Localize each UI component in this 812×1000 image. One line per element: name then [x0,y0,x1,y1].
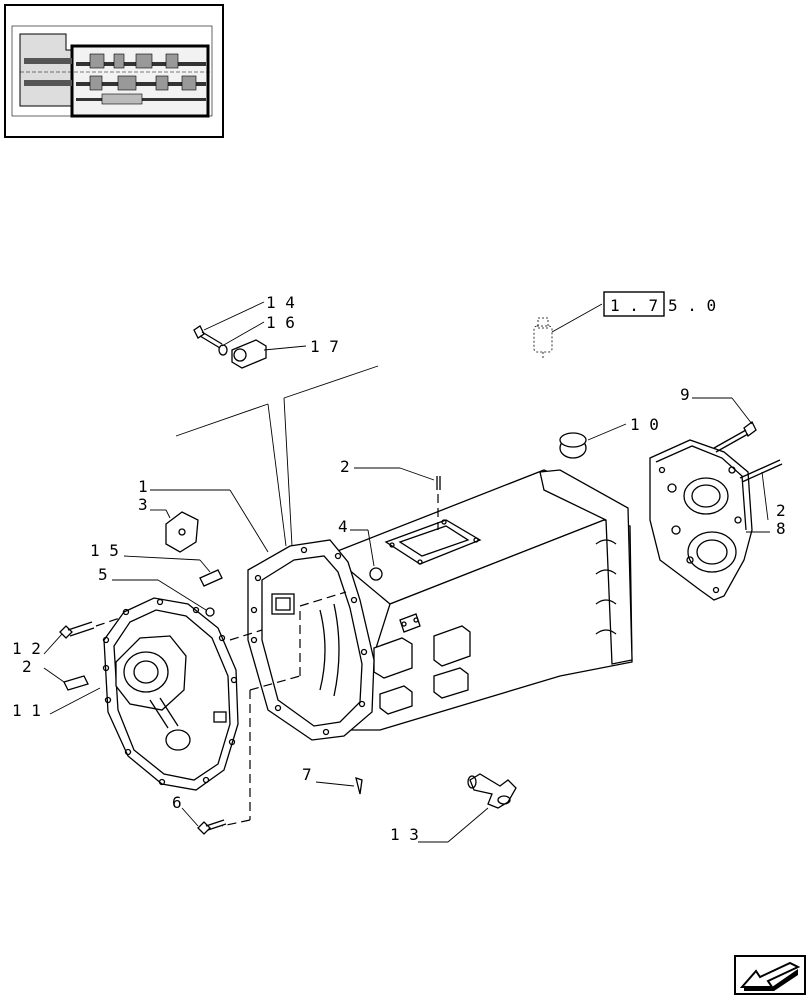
alignment-dash-lines [221,591,347,827]
pin-part-2-top [354,467,441,530]
callout-11: 1 1 [12,701,41,720]
pins-15-5 [112,555,223,617]
elbow-fitting-13 [418,773,517,843]
overview-thumbnail[interactable] [4,4,224,138]
next-page-button[interactable] [734,955,806,995]
rear-cover-plate [649,397,783,601]
leader-part-1 [150,489,269,553]
ref-box-boxed-text: 1 . 7 [610,296,658,315]
callout-16: 1 6 [266,313,295,332]
callout-17: 1 7 [310,337,339,356]
callout-14: 1 4 [266,293,295,312]
callout-15: 1 5 [90,541,119,560]
bolt-dowel-12-2 [43,617,121,715]
callout-5: 5 [98,565,108,584]
transmission-housing [247,469,633,741]
plate-part-3 [150,509,199,553]
ref-box-rest-text: 5 . 0 [668,296,716,315]
callout-13: 1 3 [390,825,419,844]
callout-labels: 1 4 1 6 1 7 9 1 0 2 2 8 1 3 4 1 5 5 1 2 … [12,293,786,844]
callout-10: 1 0 [630,415,659,434]
callout-4: 4 [338,517,348,536]
callout-2-top: 2 [340,457,350,476]
callout-28-a: 2 [776,501,786,520]
sensor-part [533,303,603,360]
split-pin-part-7 [315,777,363,795]
callout-6: 6 [172,793,182,812]
callout-28-b: 8 [776,519,786,538]
callout-1: 1 [138,477,148,496]
callout-7: 7 [302,765,312,784]
front-cover-plate [102,597,239,791]
part-4 [350,529,383,581]
bolt-block-assembly [193,301,307,369]
plug-part-10 [559,423,627,459]
callout-2-left: 2 [22,657,32,676]
callout-12: 1 2 [12,639,41,658]
transmission-thumbnail-icon [11,25,213,118]
callout-9: 9 [680,385,690,404]
bolt-part-6 [181,807,227,835]
reference-box[interactable]: 1 . 7 5 . 0 [603,291,716,317]
callout-3: 3 [138,495,148,514]
next-page-arrow-icon [739,961,801,991]
section-cut-lines [175,365,379,547]
